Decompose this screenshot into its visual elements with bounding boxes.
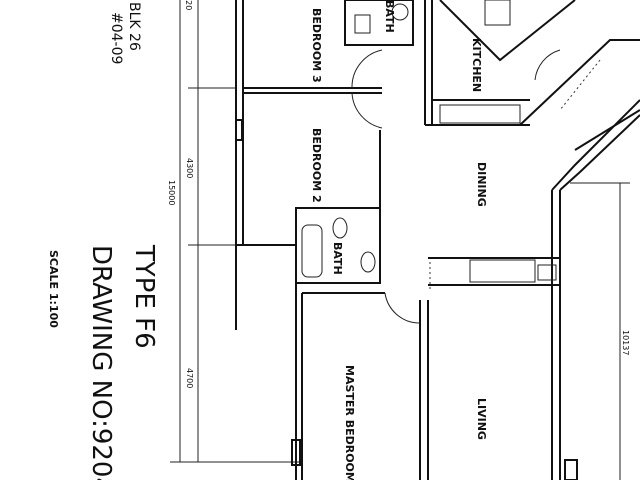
block-note-line1: BLK 26 [126, 2, 142, 51]
dimension-lines [170, 0, 630, 480]
room-label-kitchen: KITCHEN [470, 38, 483, 92]
room-label-bedroom2: BEDROOM 2 [310, 128, 323, 203]
dimension-bottom: 4700 [185, 368, 194, 388]
fixtures [301, 0, 557, 283]
dimension-top: 3020 [184, 0, 193, 10]
drawing-number: DRAWING NO:9204 [86, 245, 116, 480]
room-label-living: LIVING [475, 398, 488, 440]
dimension-mid: 4300 [185, 158, 194, 178]
block-note-line2: #04-09 [108, 12, 124, 64]
drawing-type: TYPE F6 [129, 244, 159, 349]
dashed-marks [429, 59, 601, 290]
drawing-scale: SCALE 1:100 [47, 250, 60, 328]
walls [235, 0, 640, 480]
dimension-right: 10137 [621, 330, 630, 355]
room-label-bedroom3: BEDROOM 3 [310, 8, 323, 83]
door-swings [351, 49, 561, 324]
room-label-dining: DINING [475, 162, 488, 207]
dimension-total: 15000 [167, 180, 176, 205]
room-label-bath-1: BATH [383, 0, 396, 33]
room-label-bath-2: BATH [331, 242, 344, 275]
room-label-master-bedroom: MASTER BEDROOM [343, 365, 356, 480]
